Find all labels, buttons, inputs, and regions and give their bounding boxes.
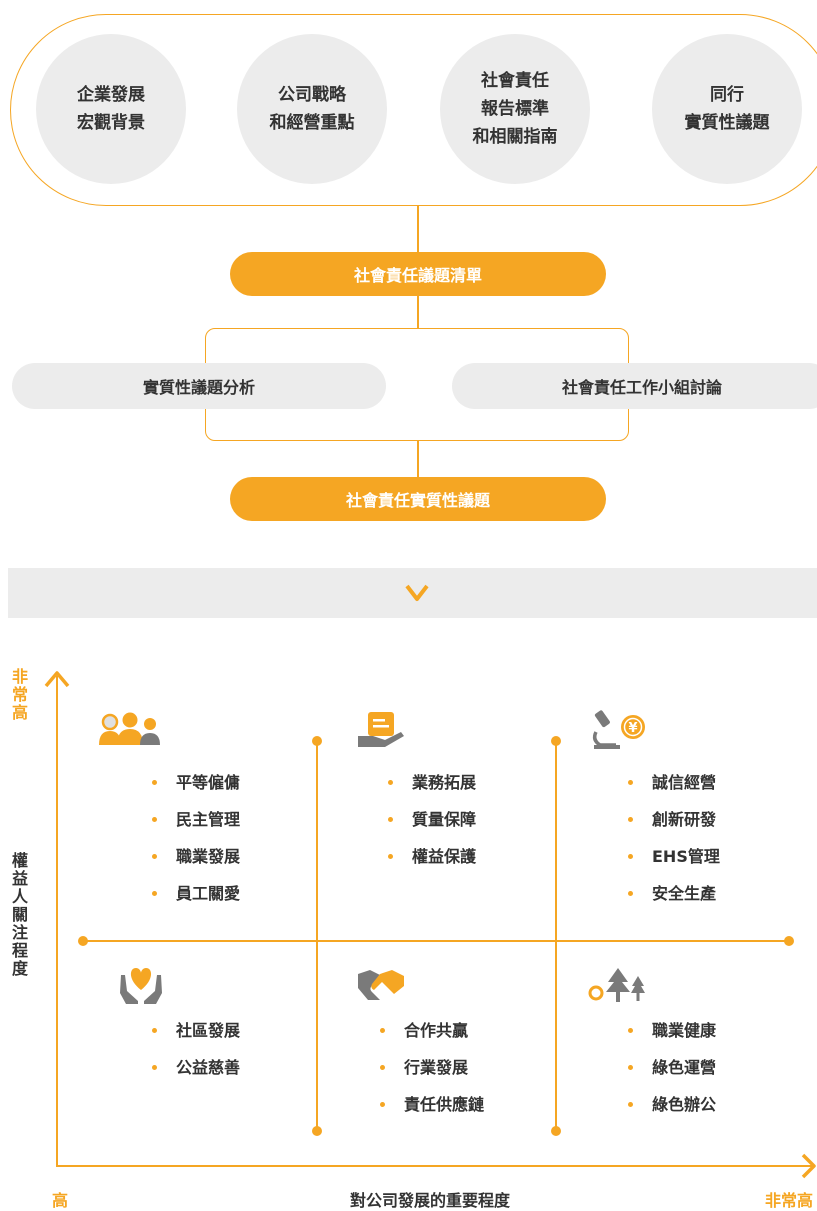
grid-dot	[312, 736, 322, 746]
grid-dot	[551, 1126, 561, 1136]
materiality-analysis: 實質性議題分析	[12, 363, 386, 409]
csr-topic-list: 社會責任議題清單	[230, 252, 606, 296]
grid-horizontal-line	[82, 940, 788, 942]
grid-dot	[312, 1126, 322, 1136]
y-axis-arrow-icon	[44, 671, 70, 688]
list-item: 社區發展	[152, 1020, 240, 1057]
source-macro-background: 企業發展 宏觀背景	[36, 34, 186, 184]
y-axis-line	[56, 676, 58, 1166]
grid-dot	[78, 936, 88, 946]
list-item: 安全生產	[628, 883, 720, 920]
csr-working-group-discussion: 社會責任工作小組討論	[452, 363, 817, 409]
x-axis-left-label: 高	[52, 1191, 69, 1210]
list-item: 質量保障	[388, 809, 476, 846]
list-item: 合作共贏	[380, 1020, 484, 1057]
sources-container	[10, 14, 817, 206]
list-item: 綠色辦公	[628, 1094, 716, 1131]
connector-line	[417, 441, 419, 477]
grid-dot	[784, 936, 794, 946]
svg-text:¥: ¥	[628, 721, 637, 736]
quadrant-environment-list: 職業健康 綠色運營 綠色辦公	[628, 1020, 716, 1131]
handshake-icon	[358, 970, 404, 1000]
list-item: 責任供應鏈	[380, 1094, 484, 1131]
x-axis-line	[56, 1165, 814, 1167]
list-item: 職業發展	[152, 846, 240, 883]
list-item: 行業發展	[380, 1057, 484, 1094]
x-axis-right-label: 非常高	[765, 1191, 814, 1210]
grid-dot	[551, 736, 561, 746]
people-icon	[99, 712, 160, 745]
heart-hands-icon	[120, 968, 162, 1004]
list-item: 公益慈善	[152, 1057, 240, 1094]
list-item: 員工關愛	[152, 883, 240, 920]
list-item: 平等僱傭	[152, 772, 240, 809]
chevron-down-icon	[405, 584, 429, 601]
list-item: 創新研發	[628, 809, 720, 846]
list-item: 權益保護	[388, 846, 476, 883]
x-axis-title: 對公司發展的重要程度	[349, 1191, 510, 1210]
x-axis-arrow-icon	[801, 1153, 816, 1179]
microscope-coin-icon: ¥	[592, 710, 645, 749]
source-csr-standards: 社會責任 報告標準 和相關指南	[440, 34, 590, 184]
source-company-strategy: 公司戰略 和經營重點	[237, 34, 387, 184]
list-item: 綠色運營	[628, 1057, 716, 1094]
trees-icon	[588, 968, 645, 1002]
grid-vertical-line	[316, 741, 318, 1130]
connector-line	[417, 206, 419, 252]
connector-line	[417, 296, 419, 328]
list-item: 民主管理	[152, 809, 240, 846]
list-item: EHS管理	[628, 846, 720, 883]
quadrant-governance-list: 誠信經營 創新研發 EHS管理 安全生產	[628, 772, 720, 920]
quadrant-customers-list: 業務拓展 質量保障 權益保護	[388, 772, 476, 883]
list-item: 誠信經營	[628, 772, 720, 809]
list-item: 職業健康	[628, 1020, 716, 1057]
y-axis-top-label: 非常高	[11, 667, 28, 722]
grid-vertical-line	[555, 741, 557, 1130]
quadrant-employees-list: 平等僱傭 民主管理 職業發展 員工關愛	[152, 772, 240, 920]
y-axis-title: 權益人關注程度	[11, 851, 28, 978]
csr-material-topics: 社會責任實質性議題	[230, 477, 606, 521]
list-item: 業務拓展	[388, 772, 476, 809]
document-hand-icon	[358, 712, 404, 747]
quadrant-community-list: 社區發展 公益慈善	[152, 1020, 240, 1094]
quadrant-partners-list: 合作共贏 行業發展 責任供應鏈	[380, 1020, 484, 1131]
source-peer-topics: 同行 實質性議題	[652, 34, 802, 184]
